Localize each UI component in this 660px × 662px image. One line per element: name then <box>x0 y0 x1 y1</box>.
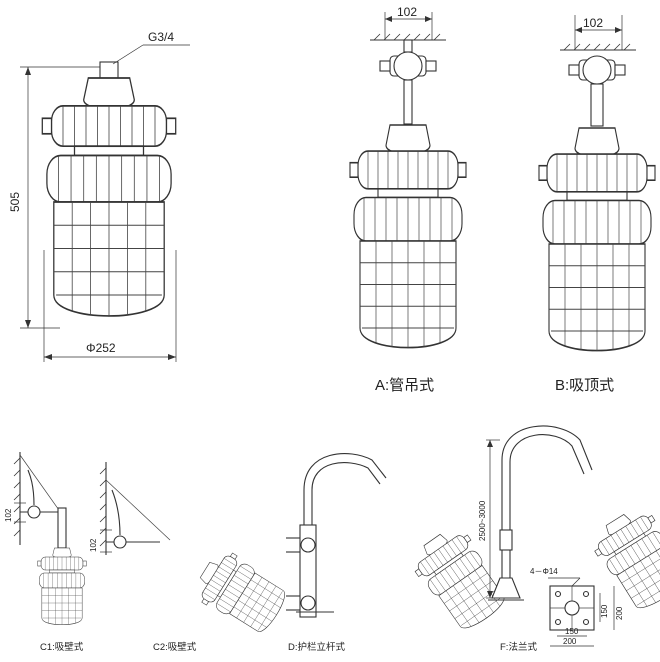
caption-a: A:管吊式 <box>375 377 434 394</box>
dim-102-b: 102 <box>583 16 603 30</box>
railing-pole-view <box>286 453 514 637</box>
flange-mount-view <box>486 425 660 647</box>
thread-label: G3/4 <box>148 30 174 44</box>
caption-d: D:护栏立杆式 <box>288 641 346 653</box>
flange-holes-label: 4－Φ14 <box>530 567 558 576</box>
dim-102-a: 102 <box>397 5 417 19</box>
caption-c1: C1:吸壁式 <box>40 641 84 653</box>
dim-102-c1: 102 <box>4 508 13 522</box>
caption-c2: C2:吸壁式 <box>153 641 197 653</box>
main-lamp-view <box>20 44 190 362</box>
pipe-hanging-view <box>349 12 467 350</box>
diameter-label: Φ252 <box>86 341 116 355</box>
caption-f: F:法兰式 <box>500 641 537 653</box>
wall-mount-1-view <box>13 452 87 626</box>
flange-150-v: 150 <box>600 604 609 618</box>
flange-150-h: 150 <box>565 627 579 636</box>
ceiling-mount-view <box>538 15 656 353</box>
caption-b: B:吸顶式 <box>555 377 614 394</box>
height-label: 505 <box>8 192 22 212</box>
pole-height-label: 2500~3000 <box>478 500 487 541</box>
flange-200-h: 200 <box>563 637 577 646</box>
wall-mount-2-view <box>99 462 293 640</box>
dim-102-c2: 102 <box>89 538 98 552</box>
flange-200-v: 200 <box>615 606 624 620</box>
